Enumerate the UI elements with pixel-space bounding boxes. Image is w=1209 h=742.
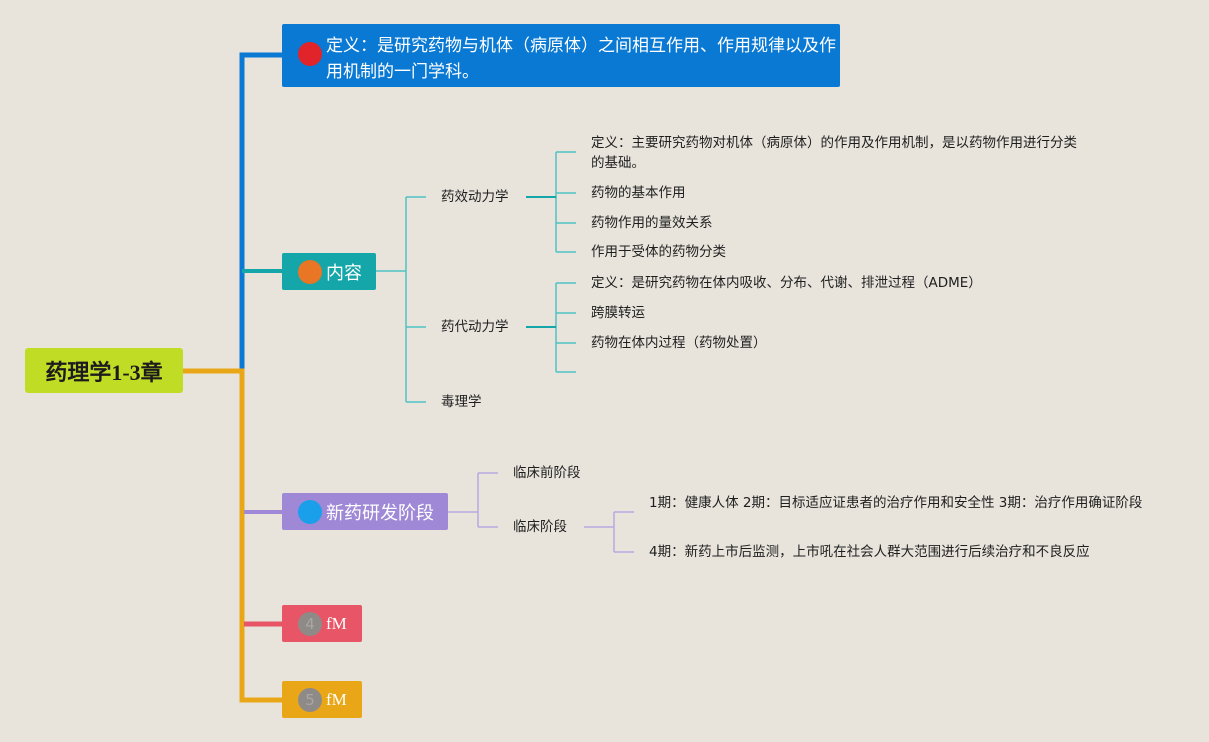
branch-content[interactable]: 2 内容 xyxy=(282,253,376,290)
trunk-line-lower xyxy=(183,368,282,703)
pk-item-transport[interactable]: 跨膜转运 xyxy=(591,305,645,321)
pd-item-dose-effect[interactable]: 药物作用的量效关系 xyxy=(591,215,713,231)
topic-pharmacodynamics[interactable]: 药效动力学 xyxy=(441,189,509,205)
dev-connector xyxy=(448,472,498,528)
dev-clinical[interactable]: 临床阶段 xyxy=(513,519,567,535)
root-title: 药理学1-3章 xyxy=(45,359,163,385)
branch-4-label: fM xyxy=(326,613,347,633)
branch-content-label: 内容 xyxy=(326,262,362,284)
dev-preclinical[interactable]: 临床前阶段 xyxy=(513,465,581,481)
branch-new-drug-dev[interactable]: 3 新药研发阶段 xyxy=(282,493,448,530)
pd-item-receptor-drugs[interactable]: 作用于受体的药物分类 xyxy=(591,244,726,260)
pd-connector xyxy=(526,151,576,253)
clinical-connector xyxy=(584,511,634,553)
number-badge-2: 2 xyxy=(298,259,322,284)
root-node[interactable]: 药理学1-3章 xyxy=(25,348,183,393)
trunk-line-1 xyxy=(183,52,282,374)
number-badge-3: 3 xyxy=(298,499,322,524)
clinical-item-phase-1-3[interactable]: 1期：健康人体 2期：目标适应证患者的治疗作用和安全性 3期：治疗作用确证阶段 xyxy=(649,495,1143,511)
branch-4[interactable]: 4 fM xyxy=(282,605,362,642)
branch-5-label: fM xyxy=(326,689,347,709)
clinical-item-phase-4[interactable]: 4期：新药上市后监测，上市吼在社会人群大范围进行后续治疗和不良反应 xyxy=(649,544,1090,560)
number-badge-1: 1 xyxy=(298,42,322,66)
pd-item-basic-action[interactable]: 药物的基本作用 xyxy=(591,185,686,201)
pk-connector xyxy=(555,282,576,373)
pk-item-disposition[interactable]: 药物在体内过程（药物处置） xyxy=(591,335,767,351)
pd-item-definition[interactable]: 定义：主要研究药物对机体（病原体）的作用及作用机制，是以药物作用进行分类的基础。 xyxy=(591,135,1077,171)
branch-definition[interactable]: 1 定义：是研究药物与机体（病原体）之间相互作用、作用规律以及作用机制的一门学科… xyxy=(282,24,840,87)
pk-item-definition[interactable]: 定义：是研究药物在体内吸收、分布、代谢、排泄过程（ADME） xyxy=(591,275,982,291)
branch-definition-label: 定义：是研究药物与机体（病原体）之间相互作用、作用规律以及作用机制的一门学科。 xyxy=(326,35,836,82)
number-badge-4: 4 xyxy=(298,611,322,636)
topic-toxicology[interactable]: 毒理学 xyxy=(441,394,482,410)
topic-pharmacokinetics[interactable]: 药代动力学 xyxy=(441,319,509,335)
branch-5[interactable]: 5 fM xyxy=(282,681,362,718)
number-badge-5: 5 xyxy=(298,687,322,712)
content-connector xyxy=(376,196,426,403)
branch-new-drug-dev-label: 新药研发阶段 xyxy=(326,502,434,524)
